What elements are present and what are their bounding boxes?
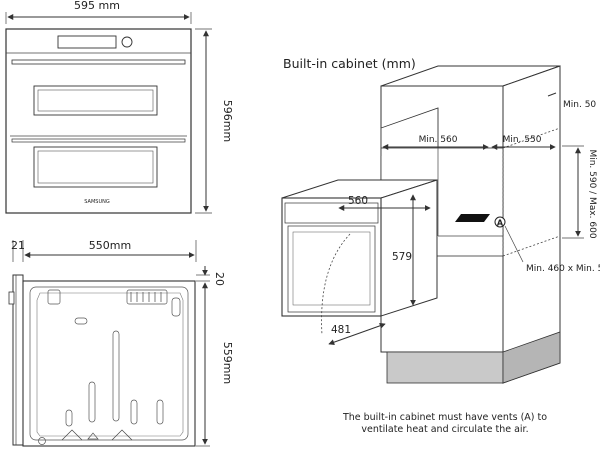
cabinet-plinth	[386, 351, 504, 384]
rack-rail	[88, 381, 96, 423]
mounting-slot	[74, 317, 88, 325]
min-560-label: Min. 560	[419, 135, 458, 145]
rack-rail	[156, 399, 164, 425]
warning-triangle-icon	[87, 432, 99, 440]
min-550-label: Min. 550	[503, 135, 542, 145]
rack-rail	[65, 409, 73, 427]
side-height-label: 559mm	[221, 342, 234, 384]
min-max-height-label: Min. 590 / Max. 600	[587, 149, 597, 238]
min-50-label: Min. 50	[563, 100, 596, 110]
side-depth-label: 550mm	[89, 239, 131, 252]
oven-height-label: 579	[392, 251, 412, 263]
display-panel	[57, 35, 117, 49]
oven-depth-label: 481	[331, 324, 351, 336]
vent-slot	[47, 289, 61, 305]
screw-hole-icon	[38, 437, 46, 445]
upper-door-window-inner	[37, 89, 154, 112]
lower-door-handle	[11, 138, 186, 143]
front-view: 595 mm SAMSUNG 596mm	[5, 0, 234, 214]
rack-rail	[130, 399, 138, 425]
vent-size-label: Min. 460 x Min. 50	[526, 264, 600, 274]
foot-bracket	[111, 429, 133, 441]
side-top-gap-label: 20	[213, 272, 226, 286]
side-view: 21 550mm 20	[8, 239, 234, 447]
lower-door-window-inner	[37, 150, 154, 184]
vent-marker-icon	[494, 216, 506, 228]
front-height-label: 596mm	[221, 100, 234, 142]
rack-rail	[112, 330, 120, 422]
vent-slot-shape	[455, 214, 490, 222]
oven-width-label: 560	[348, 195, 368, 207]
side-rail-slot	[171, 297, 181, 317]
min50-arrow	[547, 92, 557, 97]
cabinet-plinth-side	[502, 331, 561, 384]
cabinet-title: Built-in cabinet (mm)	[283, 56, 416, 71]
foot-bracket	[61, 429, 83, 441]
control-knob	[121, 36, 133, 48]
side-cavity-inner	[36, 292, 184, 437]
lower-door-window	[33, 146, 158, 188]
vent-panel	[126, 289, 168, 305]
oven-door-glass	[292, 231, 371, 306]
cabinet-view: Built-in cabinet (mm) A Min. 50 Min. 560…	[281, 56, 600, 435]
side-cavity-outline	[29, 286, 189, 441]
oven-depth-dimension-line	[328, 322, 386, 346]
note-line-1: The built-in cabinet must have vents (A)…	[342, 412, 547, 423]
oven-door-front	[287, 225, 376, 313]
side-oven-body	[22, 280, 196, 447]
door-handle	[11, 59, 186, 65]
door-swing-arc	[321, 233, 351, 336]
vent-marker-label: A	[497, 219, 504, 228]
oven-side-face	[380, 179, 438, 317]
note-line-2: ventilate heat and circulate the air.	[361, 424, 528, 435]
side-door-thickness-label: 21	[11, 239, 25, 252]
brand-logo-text: SAMSUNG	[84, 199, 110, 205]
front-width-label: 595 mm	[74, 0, 120, 12]
vent-leader-line	[504, 225, 524, 263]
side-door-profile	[12, 274, 24, 446]
upper-door-window	[33, 85, 158, 116]
side-handle-profile	[8, 291, 15, 305]
